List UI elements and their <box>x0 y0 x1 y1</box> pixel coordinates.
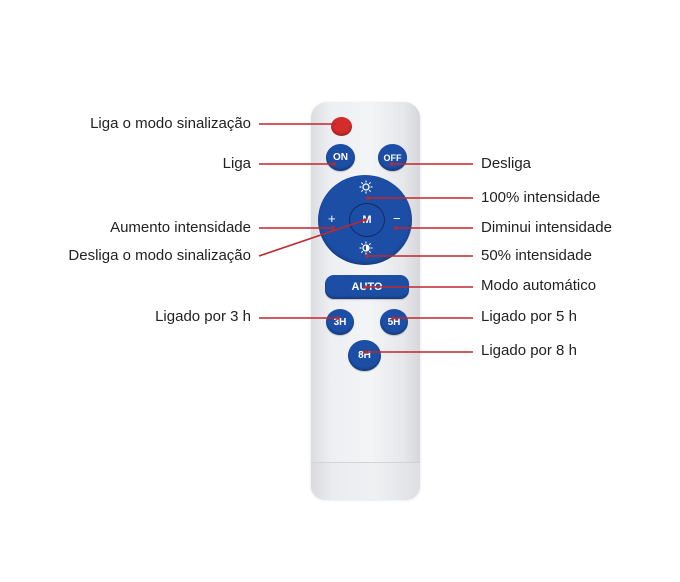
leader-line-desliga-sinalizacao <box>258 219 366 257</box>
off-button[interactable]: OFF <box>378 144 407 171</box>
signal-off-m-button[interactable]: M <box>349 203 385 237</box>
label-modo-automatico: Modo automático <box>481 277 597 294</box>
label-desliga: Desliga <box>481 155 532 172</box>
label-ligado-8h: Ligado por 8 h <box>481 342 577 359</box>
timer-3h-button[interactable]: 3H <box>326 309 354 335</box>
timer-8h-button[interactable]: 8H <box>348 340 381 371</box>
label-diminui-intensidade: Diminui intensidade <box>481 219 612 236</box>
label-intensidade-100: 100% intensidade <box>481 189 601 206</box>
plus-icon[interactable]: + <box>328 211 336 226</box>
brightness-half-icon[interactable] <box>359 241 373 257</box>
timer-5h-button[interactable]: 5H <box>380 309 408 335</box>
label-ligado-5h: Ligado por 5 h <box>481 308 577 325</box>
label-ligado-3h: Ligado por 3 h <box>155 308 251 325</box>
label-aumento-intensidade: Aumento intensidade <box>110 219 251 236</box>
remote-control-body <box>311 102 420 499</box>
label-desliga-sinalizacao: Desliga o modo sinalização <box>68 247 251 264</box>
label-intensidade-50: 50% intensidade <box>481 247 592 264</box>
label-liga: Liga <box>222 155 251 172</box>
remote-battery-cover <box>311 462 420 500</box>
brightness-full-icon[interactable] <box>359 180 373 196</box>
minus-icon[interactable]: − <box>393 211 401 226</box>
on-button[interactable]: ON <box>326 144 355 171</box>
label-liga-sinalizacao: Liga o modo sinalização <box>90 115 251 132</box>
signal-mode-button[interactable] <box>331 117 352 136</box>
